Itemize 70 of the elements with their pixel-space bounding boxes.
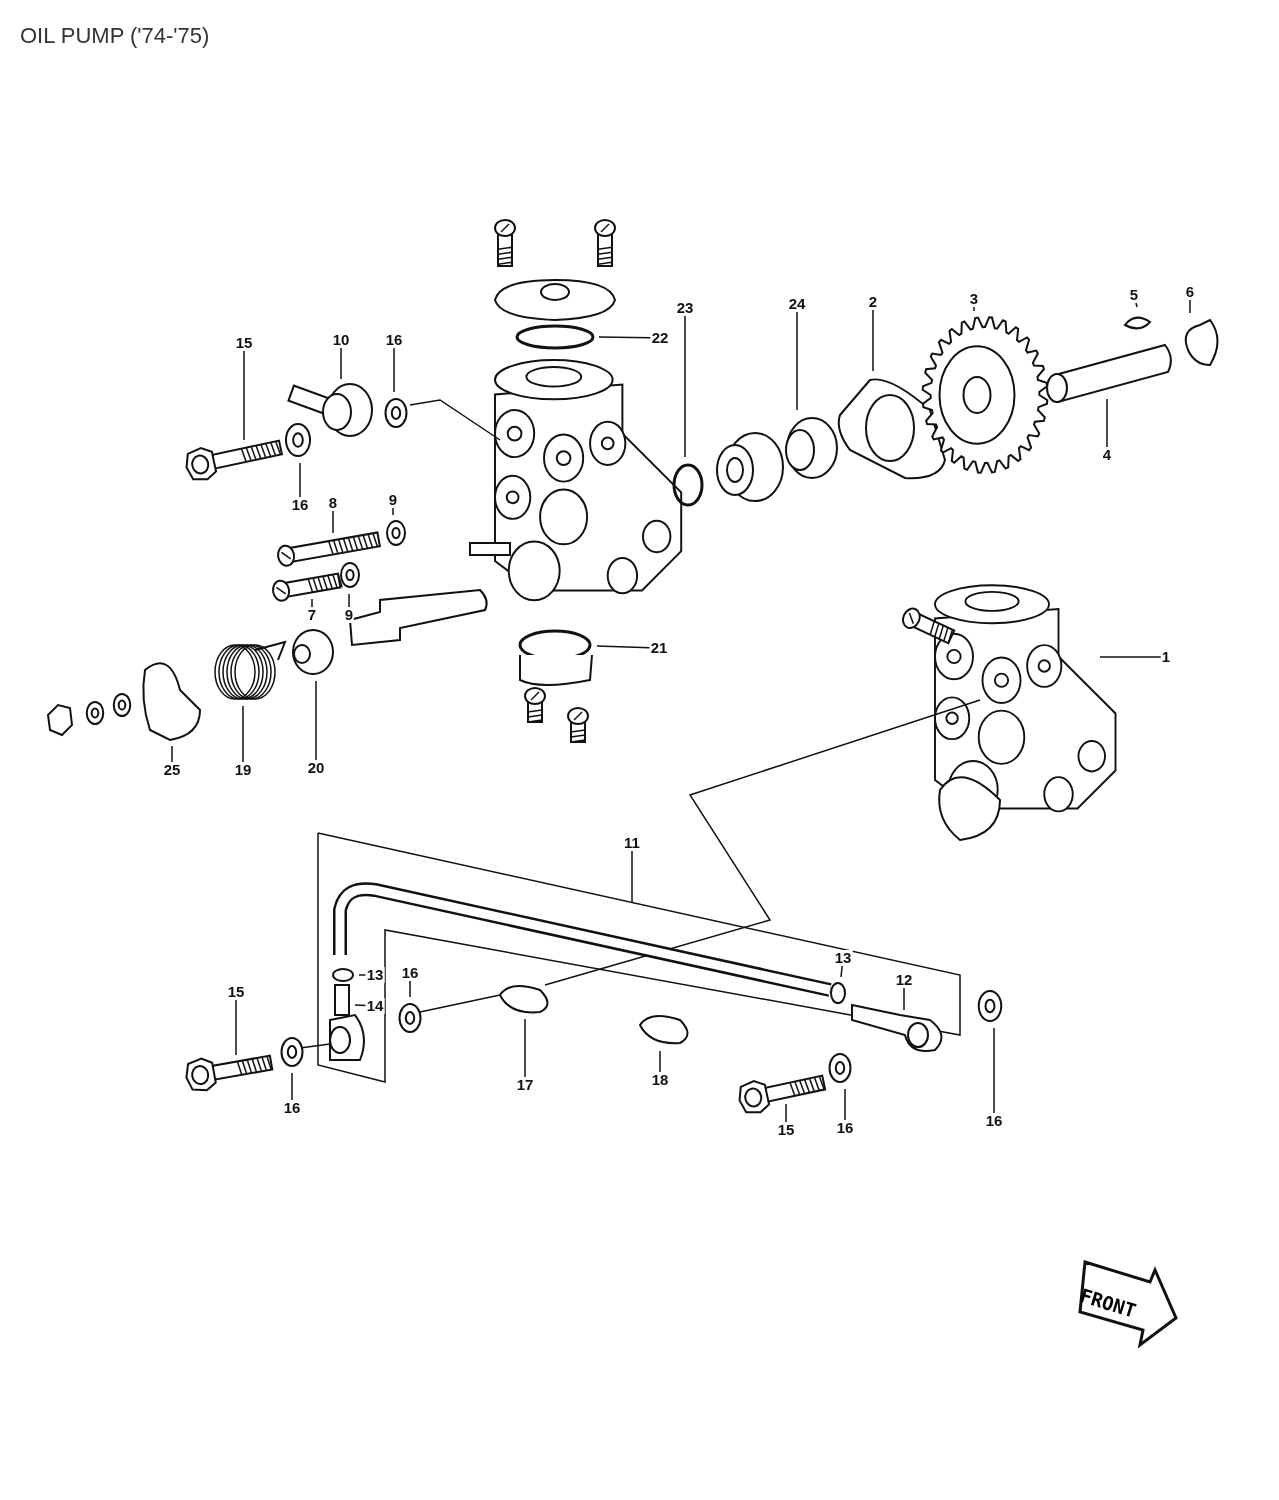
leader-line <box>659 1050 661 1073</box>
leader-line <box>315 680 317 761</box>
leader-line <box>993 1027 995 1114</box>
callout-number: 23 <box>675 300 695 316</box>
leader-line <box>796 311 798 411</box>
leader-line <box>1106 398 1108 448</box>
callout-number: 15 <box>226 984 246 1000</box>
callout-number: 1 <box>1160 649 1172 665</box>
leader-line <box>358 974 367 976</box>
callout-number: 16 <box>384 332 404 348</box>
callout-number: 16 <box>984 1113 1004 1129</box>
callout-number: 7 <box>306 607 318 623</box>
callout-number: 13 <box>833 950 853 966</box>
callout-number: 22 <box>650 330 670 346</box>
callout-number: 6 <box>1184 284 1196 300</box>
callout-number: 16 <box>835 1120 855 1136</box>
callout-number: 9 <box>343 607 355 623</box>
callout-number: 12 <box>894 972 914 988</box>
callout-number: 2 <box>867 294 879 310</box>
leader-line <box>903 987 905 1011</box>
callout-number: 24 <box>787 296 807 312</box>
diagram-title: OIL PUMP ('74-'75) <box>20 23 210 49</box>
callout-number: 20 <box>306 760 326 776</box>
leader-line <box>1135 302 1138 308</box>
leader-line <box>973 306 975 312</box>
leader-line <box>409 980 411 998</box>
callout-number: 9 <box>387 492 399 508</box>
callout-number: 16 <box>290 497 310 513</box>
leader-line <box>311 598 313 608</box>
leader-line <box>844 1088 846 1121</box>
leader-line <box>872 309 874 372</box>
leader-line <box>392 507 394 516</box>
leader-line <box>291 1072 293 1101</box>
leader-line <box>631 850 633 904</box>
callout-number: 5 <box>1128 287 1140 303</box>
leader-line <box>354 1004 367 1007</box>
callout-number: 25 <box>162 762 182 778</box>
callout-number: 10 <box>331 332 351 348</box>
callout-number: 14 <box>365 998 385 1014</box>
leader-line <box>1189 299 1191 314</box>
leader-line <box>242 705 244 763</box>
callout-number: 11 <box>623 835 641 851</box>
callout-number: 17 <box>515 1077 535 1093</box>
leader-line <box>684 315 686 458</box>
leader-line <box>785 1103 787 1123</box>
leader-line <box>235 999 237 1056</box>
leader-line <box>598 336 652 339</box>
leader-line <box>171 745 173 763</box>
leader-line <box>596 645 651 649</box>
callout-number: 19 <box>233 762 253 778</box>
leader-line <box>243 350 245 441</box>
leader-line <box>1099 656 1162 658</box>
leader-line <box>840 965 843 978</box>
callout-number: 21 <box>649 640 669 656</box>
callout-number: 16 <box>400 965 420 981</box>
callout-number: 18 <box>650 1072 670 1088</box>
callout-number: 15 <box>234 335 254 351</box>
callout-number: 15 <box>776 1122 796 1138</box>
leader-line <box>393 347 395 393</box>
direction-label: FRONT <box>1077 1284 1139 1322</box>
callout-number: 13 <box>365 967 385 983</box>
leader-line <box>299 462 301 498</box>
callout-number: 3 <box>968 291 980 307</box>
callout-number: 4 <box>1101 447 1113 463</box>
leader-line <box>524 1018 526 1078</box>
callout-number: 8 <box>327 495 339 511</box>
leader-line <box>348 593 350 608</box>
leader-line <box>332 510 334 534</box>
leader-line <box>340 347 342 380</box>
callout-number: 16 <box>282 1100 302 1116</box>
